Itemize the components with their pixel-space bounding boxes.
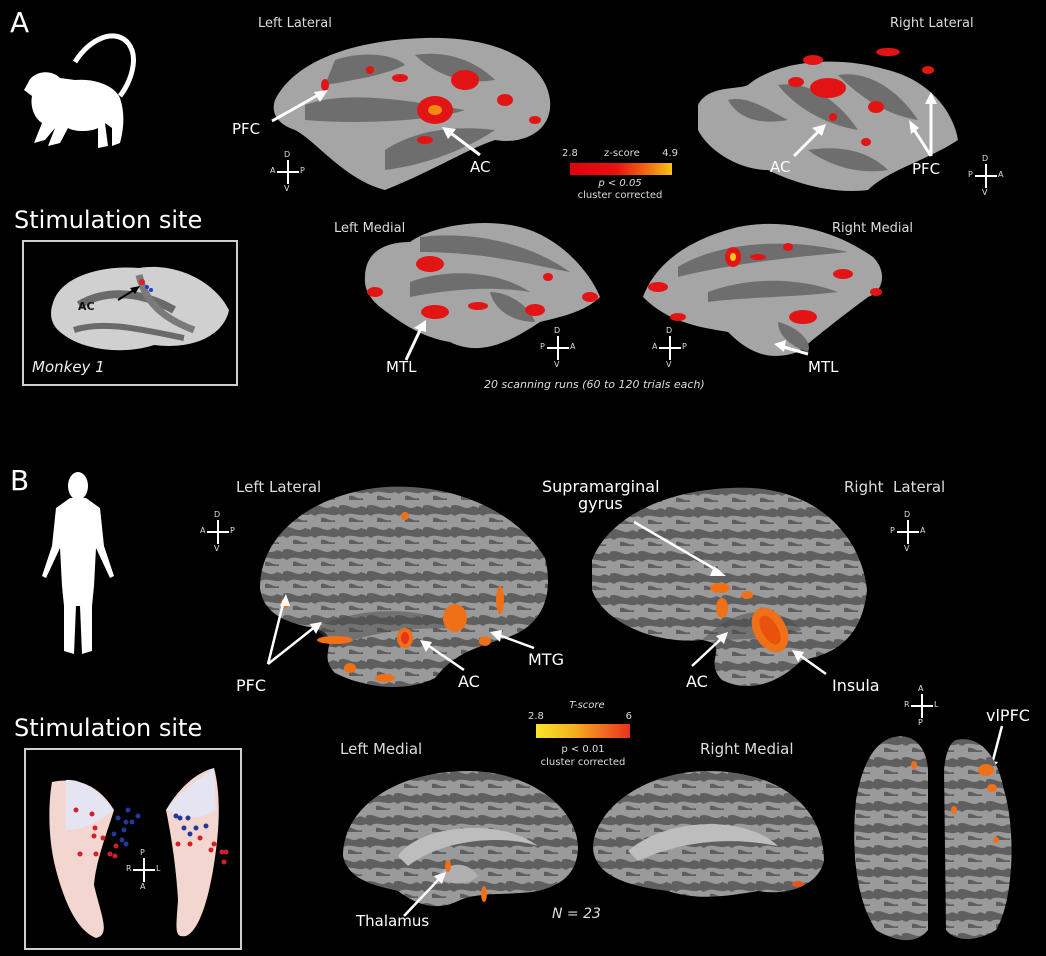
human-right-medial-brain	[593, 771, 824, 897]
arrows-pfc-b	[266, 594, 322, 665]
arrow-ac-left-a	[442, 127, 481, 157]
compass-ventral-b: A P R L	[904, 684, 939, 727]
monkey-left-lateral-brain	[273, 37, 551, 191]
label-ac-left-b: AC	[458, 672, 480, 691]
label-ac-left-a: AC	[470, 158, 491, 176]
arrow-pfc-right-a	[909, 92, 937, 157]
stim-title-a: Stimulation site	[14, 206, 203, 234]
compass-stim-b: P A R L	[126, 848, 161, 891]
view-label-right-medial-b: Right Medial	[700, 740, 794, 758]
legend-b: T-score 2.8 6 p < 0.01 cluster corrected	[528, 700, 632, 768]
label-thalamus-b: Thalamus	[356, 912, 430, 930]
monkey-right-lateral-brain	[698, 48, 958, 191]
colorbar-b	[536, 724, 630, 738]
caption-scanning-runs: 20 scanning runs (60 to 120 trials each)	[484, 378, 705, 391]
panel-b-letter: B	[10, 464, 30, 497]
label-insula-b: Insula	[832, 676, 880, 695]
view-label-left-lateral-b: Left Lateral	[236, 478, 322, 496]
compass-left-medial-a: D V P A	[540, 326, 576, 369]
label-vlpfc-b: vlPFC	[986, 706, 1030, 725]
stim-title-b: Stimulation site	[14, 714, 203, 742]
human-left-medial-brain	[343, 771, 578, 907]
label-mtl-left-a: MTL	[386, 358, 417, 376]
stim-box-b: P A R L	[24, 748, 242, 950]
colorbar-a	[570, 163, 672, 175]
arrow-mtl-left-a	[404, 320, 426, 361]
n-subjects-label: N = 23	[552, 906, 601, 922]
view-label-right-medial-a: Right Medial	[832, 221, 914, 236]
arrow-mtl-right-a	[774, 340, 809, 356]
compass-right-lateral-a: D V P A	[968, 154, 1004, 197]
view-label-left-medial-a: Left Medial	[334, 221, 406, 236]
monkey-silhouette-icon	[24, 33, 136, 148]
monkey-left-medial-brain	[364, 222, 600, 349]
human-left-lateral-brain	[260, 486, 549, 688]
human-silhouette-icon	[42, 472, 114, 654]
view-label-right-lateral-b: Right Lateral	[844, 478, 946, 496]
view-label-left-lateral-a: Left Lateral	[258, 16, 332, 31]
legend-a: 2.8 z-score 4.9 p < 0.05 cluster correct…	[562, 148, 678, 201]
label-ac-right-a: AC	[770, 158, 791, 176]
auditory-cortex-reconstruction	[49, 768, 229, 938]
view-label-left-medial-b: Left Medial	[340, 740, 423, 758]
arrow-ac-right-b	[691, 632, 728, 667]
label-pfc-right-a: PFC	[912, 160, 941, 178]
compass-right-medial-a: D V A P	[652, 326, 687, 369]
arrow-thalamus-b	[403, 872, 446, 917]
arrow-insula-b	[792, 650, 827, 676]
human-ventral-brain	[854, 736, 1012, 941]
stim-box-a: AC Monkey 1	[22, 240, 238, 386]
arrow-supramarginal	[633, 520, 726, 576]
label-mtl-right-a: MTL	[808, 358, 839, 376]
compass-right-lateral-b: D V P A	[890, 510, 926, 553]
stim-subject-a: Monkey 1	[32, 358, 105, 376]
label-pfc-b: PFC	[236, 676, 267, 695]
monkey-right-medial-brain	[643, 223, 883, 356]
panel-a-letter: A	[10, 6, 30, 39]
stim-label-ac-a: AC	[78, 300, 95, 313]
label-ac-right-b: AC	[686, 672, 708, 691]
compass-left-lateral-a: D V A P	[270, 150, 305, 193]
compass-left-lateral-b: D V A P	[200, 510, 235, 553]
arrow-ac-right-a	[792, 124, 826, 158]
label-supramarginal-gyrus: Supramarginal gyrus	[542, 477, 660, 513]
arrow-pfc-left-a	[271, 90, 328, 123]
label-mtg-b: MTG	[528, 650, 564, 669]
label-pfc-left-a: PFC	[232, 120, 261, 138]
monkey-brain-slice	[51, 266, 230, 351]
arrow-mtg-b	[490, 630, 535, 650]
view-label-right-lateral-a: Right Lateral	[890, 16, 974, 31]
arrow-ac-left-b	[420, 640, 465, 672]
